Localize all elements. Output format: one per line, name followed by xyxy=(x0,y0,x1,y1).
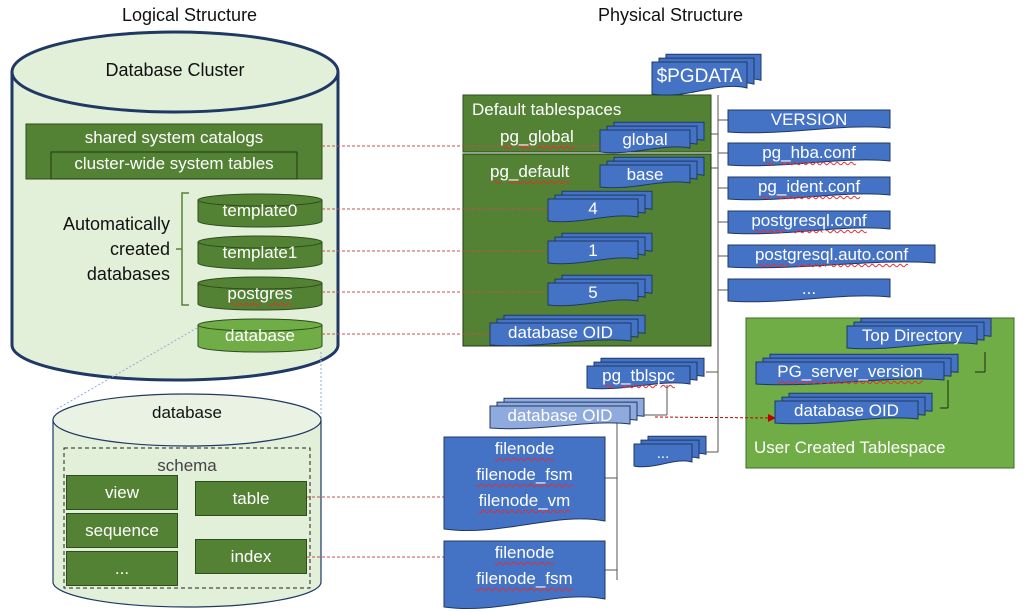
global-folder[interactable] xyxy=(599,121,705,154)
file-pg-ident[interactable] xyxy=(727,176,891,201)
base-subdir-oid[interactable] xyxy=(489,314,646,347)
auto-created-brace xyxy=(176,192,189,306)
schema-boundary xyxy=(63,447,311,589)
base-subdir-5[interactable] xyxy=(547,274,653,307)
file-pg-hba[interactable] xyxy=(727,142,891,167)
base-subdir-4[interactable] xyxy=(547,190,653,223)
table-files-doc[interactable] xyxy=(443,436,606,532)
user-pg-server-version[interactable] xyxy=(755,353,959,386)
schema-object-view[interactable]: view xyxy=(66,475,178,510)
pg-tblspc-folder[interactable] xyxy=(586,357,705,390)
schema-object-table[interactable]: table xyxy=(195,481,307,516)
mapping-links xyxy=(307,145,600,558)
pgdata-folder[interactable] xyxy=(651,53,762,96)
index-files-doc[interactable] xyxy=(443,540,606,610)
base-subdir-1[interactable] xyxy=(547,232,653,265)
db-cylinder-postgres[interactable] xyxy=(197,276,323,311)
cluster-tables-box xyxy=(50,151,298,180)
tblspc-link-folder[interactable] xyxy=(489,397,645,430)
db-cylinder-database[interactable] xyxy=(197,318,323,353)
schema-object-index[interactable]: index xyxy=(195,539,307,574)
file-more[interactable] xyxy=(727,278,891,303)
user-database-oid[interactable] xyxy=(774,392,933,425)
schema-object-sequence[interactable]: sequence xyxy=(66,513,178,548)
base-folder[interactable] xyxy=(599,156,705,189)
db-cylinder-template0[interactable] xyxy=(197,193,323,228)
file-postgresql-auto-conf[interactable] xyxy=(727,244,936,269)
db-cylinder-template1[interactable] xyxy=(197,235,323,270)
more-dirs-folder[interactable] xyxy=(633,435,707,468)
tablespace-symlink-arrow xyxy=(654,413,776,422)
zoom-link-left xyxy=(54,327,198,411)
schema-object-more[interactable]: ... xyxy=(66,551,178,586)
file-version[interactable] xyxy=(727,109,891,134)
user-top-directory[interactable] xyxy=(846,317,992,350)
user-tablespace-connectors xyxy=(940,352,986,409)
file-postgresql-conf[interactable] xyxy=(727,210,891,235)
